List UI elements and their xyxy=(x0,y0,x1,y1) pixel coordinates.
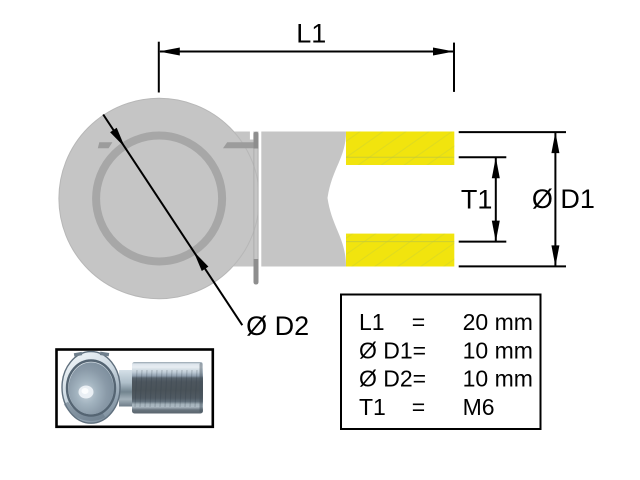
svg-text:=: = xyxy=(412,309,425,335)
svg-text:T1: T1 xyxy=(359,394,386,420)
svg-text:Ø D1=: Ø D1= xyxy=(359,337,426,363)
svg-text:10 mm: 10 mm xyxy=(463,366,533,392)
svg-text:=: = xyxy=(412,394,425,420)
svg-text:T1: T1 xyxy=(461,184,493,214)
svg-text:L1: L1 xyxy=(359,309,385,335)
svg-text:Ø D2=: Ø D2= xyxy=(359,366,426,392)
svg-text:Ø D1: Ø D1 xyxy=(532,184,595,214)
svg-text:Ø D2: Ø D2 xyxy=(246,311,309,341)
svg-text:20 mm: 20 mm xyxy=(463,309,533,335)
svg-text:M6: M6 xyxy=(463,394,495,420)
svg-text:L1: L1 xyxy=(296,19,326,49)
svg-text:10 mm: 10 mm xyxy=(463,337,533,363)
